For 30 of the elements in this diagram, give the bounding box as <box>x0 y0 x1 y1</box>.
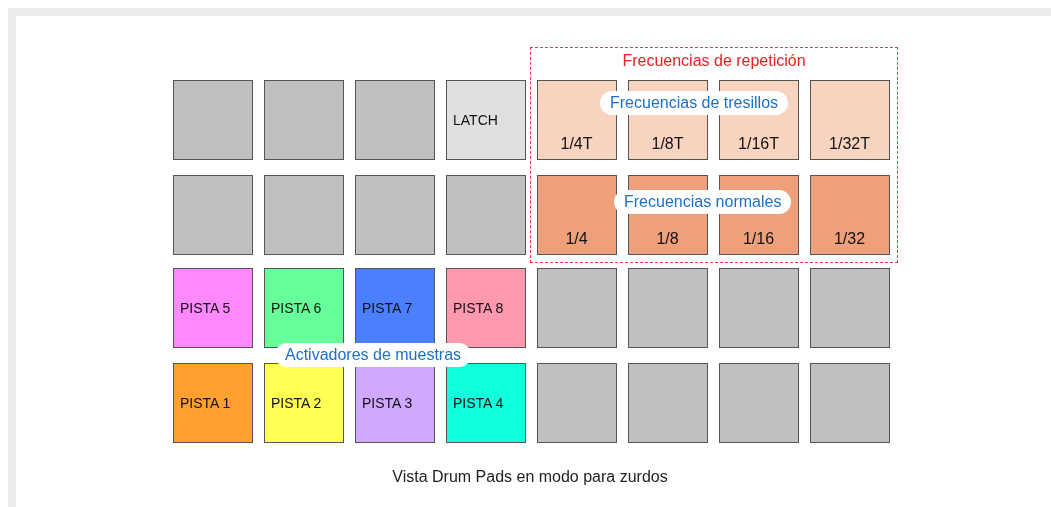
pad <box>628 363 708 443</box>
pad <box>355 80 435 160</box>
pad <box>810 363 890 443</box>
pad: PISTA 6 <box>264 268 344 348</box>
pad: PISTA 5 <box>173 268 253 348</box>
pad <box>355 175 435 255</box>
pad: PISTA 1 <box>173 363 253 443</box>
pad <box>537 363 617 443</box>
pad <box>537 268 617 348</box>
pad: PISTA 4 <box>446 363 526 443</box>
pad: PISTA 2 <box>264 363 344 443</box>
caption: Vista Drum Pads en modo para zurdos <box>391 468 669 486</box>
callout-tooltip: Frecuencias de tresillos <box>600 91 789 115</box>
pad: 1/32T <box>809 79 890 160</box>
pad <box>628 268 708 348</box>
pad <box>719 268 799 348</box>
pad <box>446 175 526 255</box>
pad: PISTA 8 <box>446 268 526 348</box>
pad <box>173 80 253 160</box>
pad <box>173 175 253 255</box>
pad: 1/4 <box>536 174 617 255</box>
pad <box>719 363 799 443</box>
pad <box>264 175 344 255</box>
callout-tooltip: Frecuencias normales <box>614 190 792 214</box>
pad <box>264 80 344 160</box>
frame-title: Frecuencias de repetición <box>621 52 807 70</box>
pad <box>810 268 890 348</box>
pad: LATCH <box>446 80 526 160</box>
pad: 1/32 <box>809 174 890 255</box>
callout-tooltip: Activadores de muestras <box>275 343 472 367</box>
